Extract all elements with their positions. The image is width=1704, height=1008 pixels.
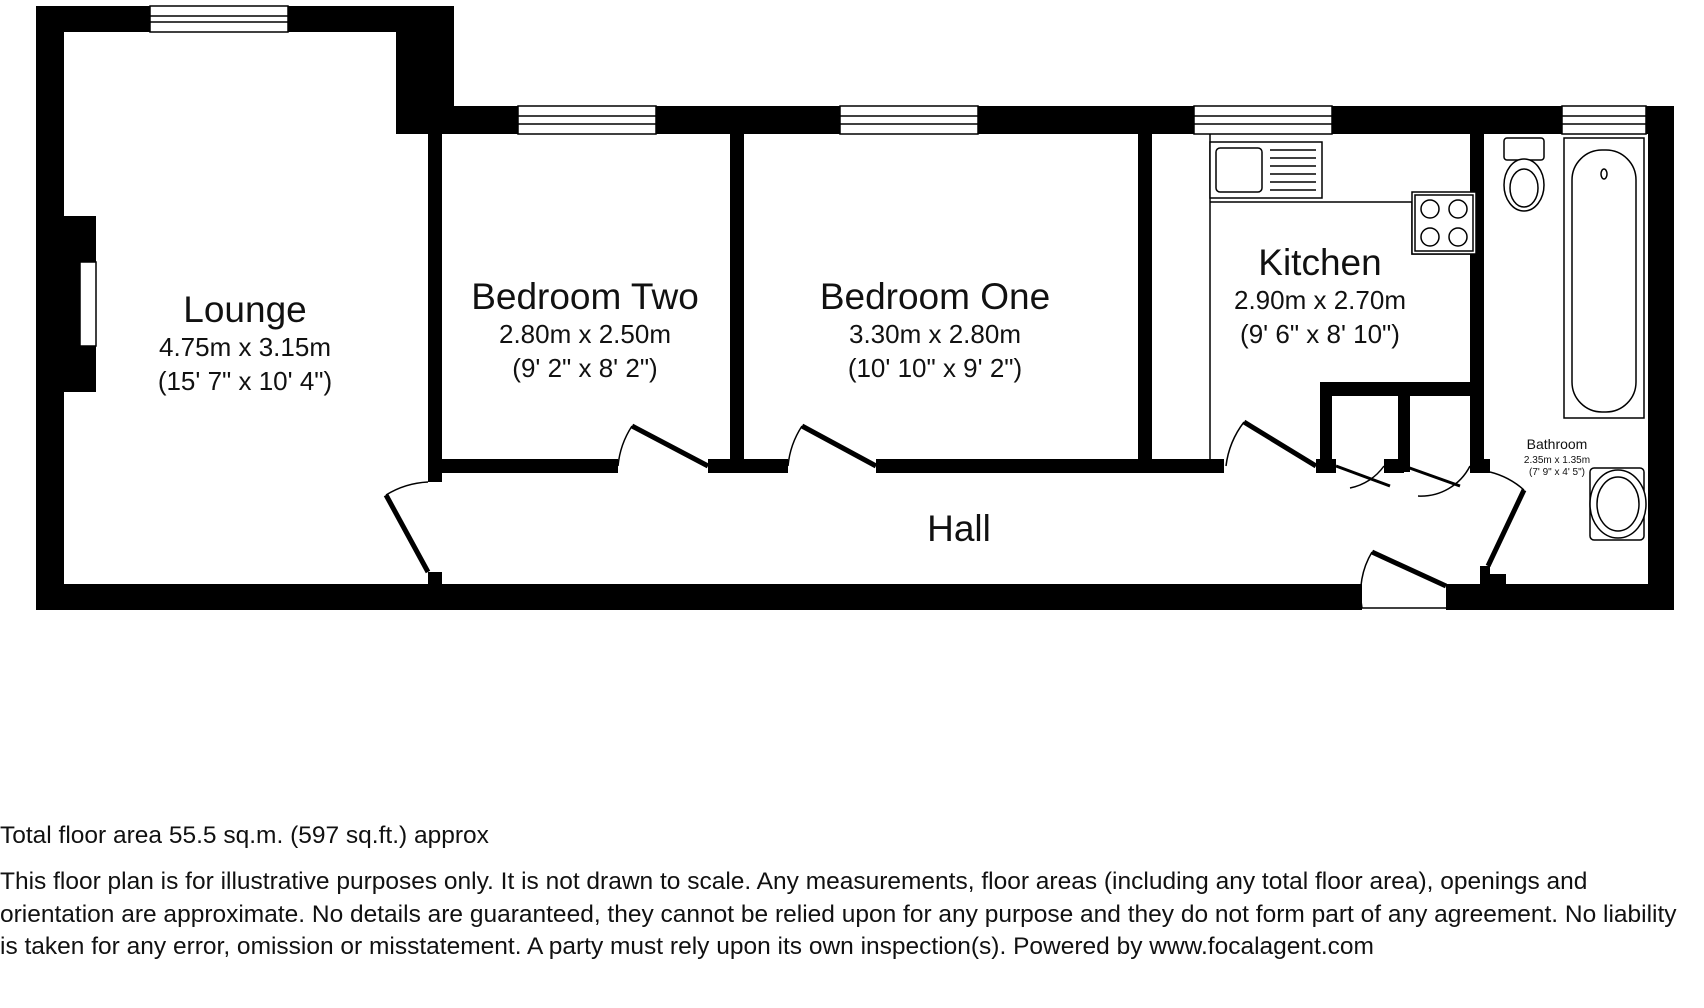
bath-icon (1563, 137, 1645, 419)
floor-plan-notes: Total floor area 55.5 sq.m. (597 sq.ft.)… (0, 820, 1704, 964)
room-kitchen: Kitchen 2.90m x 2.70m (9' 6" x 8' 10") (1234, 242, 1406, 349)
interior-walls (428, 130, 1490, 586)
hob-icon (1411, 191, 1477, 255)
room-size-metric: 2.35m x 1.35m (1524, 455, 1590, 466)
door-cupboard-left (1335, 464, 1391, 489)
total-floor-area: Total floor area 55.5 sq.m. (597 sq.ft.)… (0, 822, 489, 849)
room-size-metric: 4.75m x 3.15m (159, 332, 331, 362)
floor-plan: Lounge 4.75m x 3.15m (15' 7" x 10' 4") B… (36, 5, 1674, 610)
room-name: Bathroom (1527, 436, 1588, 452)
room-size-imperial: (15' 7" x 10' 4") (158, 366, 332, 396)
kitchen-fixtures (1209, 134, 1477, 459)
room-size-metric: 3.30m x 2.80m (849, 319, 1021, 349)
window-bathroom (1561, 105, 1647, 135)
room-lounge: Lounge 4.75m x 3.15m (15' 7" x 10' 4") (158, 289, 332, 396)
window-bedroom-one (839, 105, 979, 135)
window-lounge (149, 5, 289, 33)
room-name: Hall (927, 508, 991, 549)
room-bathroom: Bathroom 2.35m x 1.35m (7' 9" x 4' 5") (1524, 436, 1590, 478)
room-hall: Hall (927, 508, 991, 549)
washbasin-icon (1589, 467, 1647, 541)
room-size-imperial: (10' 10" x 9' 2") (848, 353, 1022, 383)
windows (149, 5, 1647, 135)
room-name: Kitchen (1258, 242, 1381, 283)
room-bedroom-two: Bedroom Two 2.80m x 2.50m (9' 2" x 8' 2"… (471, 276, 699, 383)
room-labels: Lounge 4.75m x 3.15m (15' 7" x 10' 4") B… (158, 242, 1590, 549)
room-size-imperial: (9' 6" x 8' 10") (1240, 319, 1400, 349)
doors (383, 419, 1527, 609)
door-lounge (383, 481, 431, 574)
room-size-imperial: (7' 9" x 4' 5") (1529, 467, 1585, 478)
room-name: Lounge (183, 289, 306, 330)
room-name: Bedroom Two (471, 276, 699, 317)
window-bedroom-two (517, 105, 657, 135)
room-size-imperial: (9' 2" x 8' 2") (512, 353, 657, 383)
door-bedroom-one (787, 423, 878, 469)
door-entrance (1359, 549, 1448, 609)
room-size-metric: 2.90m x 2.70m (1234, 285, 1406, 315)
window-kitchen (1193, 105, 1333, 135)
bathroom-fixtures (1503, 137, 1647, 541)
door-bedroom-two (617, 423, 710, 469)
fireplace (60, 216, 97, 392)
room-name: Bedroom One (820, 276, 1050, 317)
disclaimer-text: This floor plan is for illustrative purp… (0, 868, 1677, 960)
door-kitchen (1225, 419, 1318, 469)
door-cupboard-right (1403, 464, 1471, 497)
room-bedroom-one: Bedroom One 3.30m x 2.80m (10' 10" x 9' … (820, 276, 1050, 383)
room-size-metric: 2.80m x 2.50m (499, 319, 671, 349)
door-bathroom (1485, 471, 1527, 568)
toilet-icon (1503, 137, 1545, 212)
sink-icon (1209, 141, 1323, 199)
